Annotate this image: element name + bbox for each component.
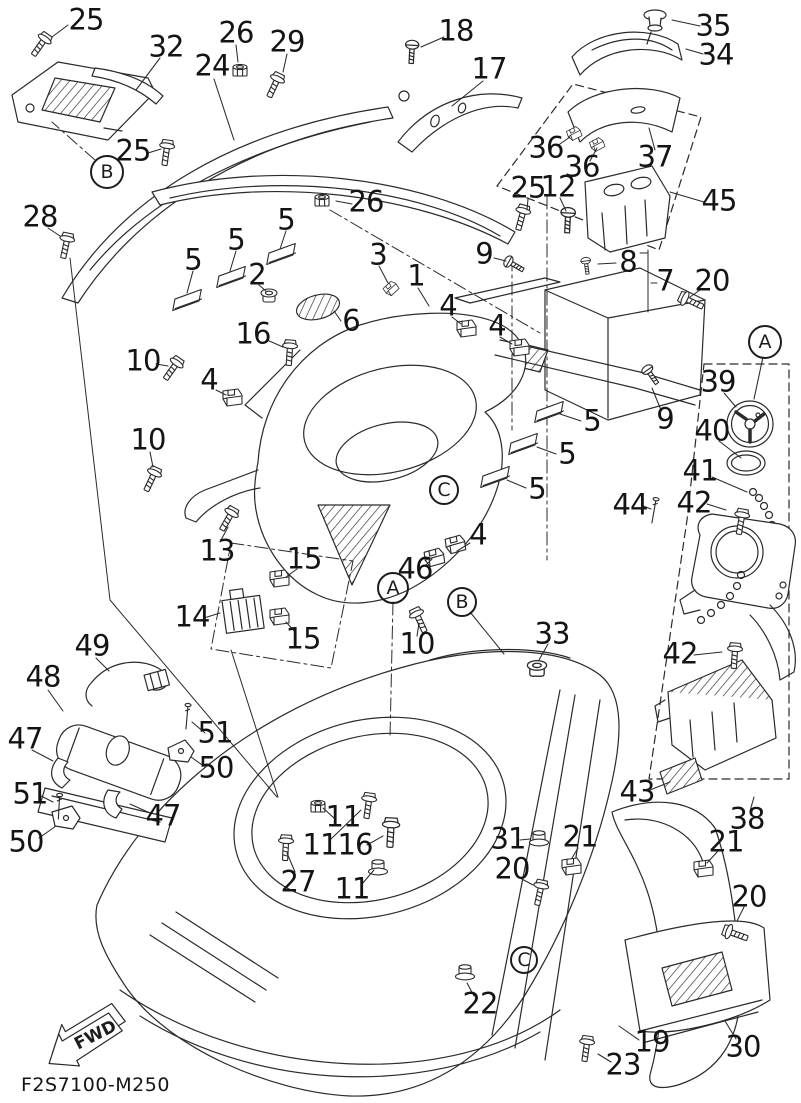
front-hood-part [95, 648, 620, 1097]
side-panel-part [611, 801, 771, 1089]
diagram-code: F2S7100-M250 [21, 1074, 170, 1096]
fwd-arrow: FWD [48, 1002, 126, 1067]
trim-part-17 [397, 90, 523, 153]
console-part [184, 312, 701, 604]
electrical-unit-part [221, 588, 265, 634]
extinguisher-group [37, 661, 195, 843]
fasteners [26, 29, 752, 1063]
leader-lines [31, 19, 764, 1063]
mirror-assembly [496, 9, 702, 251]
fuel-filler-assembly [648, 363, 797, 795]
visor-trim-parts [61, 106, 516, 304]
bracket-part-topleft [11, 61, 164, 141]
